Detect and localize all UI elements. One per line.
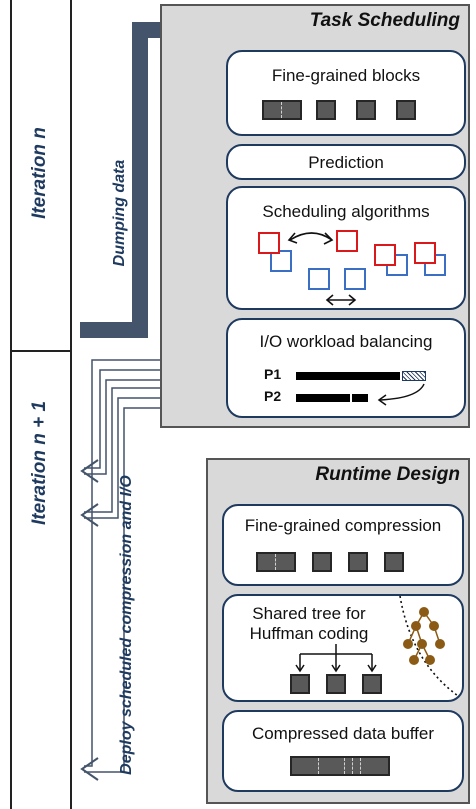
task-scheduling-panel: Task Scheduling Fine-grained blocks Pred… xyxy=(160,4,470,428)
tree-node xyxy=(419,607,429,617)
tree-node xyxy=(417,639,427,649)
block-split xyxy=(262,100,302,120)
task-square-red xyxy=(258,232,280,254)
compressed-buffer-card: Compressed data buffer xyxy=(222,710,464,792)
io-balancing-card: I/O workload balancing P1 P2 xyxy=(226,318,466,418)
block xyxy=(362,674,382,694)
buffer-divider xyxy=(344,758,345,774)
timeline-right-border xyxy=(70,0,72,809)
block-split xyxy=(256,552,296,572)
runtime-design-panel: Runtime Design Fine-grained compression … xyxy=(206,458,470,804)
runtime-design-title: Runtime Design xyxy=(315,464,460,485)
task-scheduling-title: Task Scheduling xyxy=(309,10,460,31)
p1-label: P1 xyxy=(264,366,282,382)
block xyxy=(326,674,346,694)
task-square-blue xyxy=(308,268,330,290)
block-split-line xyxy=(281,102,282,118)
p2-label: P2 xyxy=(264,388,282,404)
task-square-blue xyxy=(344,268,366,290)
deploy-arrowhead-1 xyxy=(80,459,99,483)
deploy-label: Deploy scheduled compression and I/O xyxy=(118,475,135,775)
prediction-card: Prediction xyxy=(226,144,466,180)
buffer-divider xyxy=(360,758,361,774)
fine-grained-blocks-label: Fine-grained blocks xyxy=(271,66,421,85)
buffer-divider xyxy=(352,758,353,774)
shared-tree-label-line1: Shared tree for xyxy=(252,604,366,623)
task-square-red xyxy=(374,244,396,266)
io-balancing-label: I/O workload balancing xyxy=(259,332,433,351)
tree-node xyxy=(429,621,439,631)
block xyxy=(290,674,310,694)
tree-node xyxy=(411,621,421,631)
block-split-line xyxy=(275,554,276,570)
prediction-label: Prediction xyxy=(308,153,384,172)
huffman-tree-diagram xyxy=(295,596,462,700)
block xyxy=(396,100,416,120)
block xyxy=(384,552,404,572)
buffer-divider xyxy=(318,758,319,774)
tree-node xyxy=(435,639,445,649)
task-square-blue xyxy=(270,250,292,272)
compressed-buffer-bar xyxy=(290,756,390,776)
scheduling-algorithms-label: Scheduling algorithms xyxy=(262,202,430,221)
balance-arrow xyxy=(377,383,425,406)
shared-tree-card: Shared tree for Huffman coding xyxy=(222,594,464,702)
fine-grained-compression-label: Fine-grained compression xyxy=(244,516,442,535)
swap-arrows xyxy=(287,232,357,306)
p2-bar-tail xyxy=(352,394,368,402)
shared-tree-label: Shared tree for Huffman coding xyxy=(234,604,384,644)
tree-node xyxy=(403,639,413,649)
tree-node xyxy=(425,655,435,665)
block xyxy=(348,552,368,572)
shared-tree-label-line2: Huffman coding xyxy=(249,624,369,643)
scheduling-algorithms-card: Scheduling algorithms xyxy=(226,186,466,310)
p2-bar xyxy=(296,394,350,402)
p1-bar xyxy=(296,372,400,380)
iteration-divider xyxy=(10,350,72,352)
p1-bar-overflow xyxy=(402,371,426,381)
dumping-data-label: Dumping data xyxy=(111,159,128,267)
deploy-arrowhead-3 xyxy=(80,757,99,781)
block xyxy=(312,552,332,572)
fine-grained-blocks-card: Fine-grained blocks xyxy=(226,50,466,136)
block xyxy=(356,100,376,120)
compressed-buffer-label: Compressed data buffer xyxy=(251,724,435,743)
task-square-red xyxy=(336,230,358,252)
task-square-red xyxy=(414,242,436,264)
deploy-arrowhead-2 xyxy=(80,503,99,527)
tree-node xyxy=(409,655,419,665)
timeline-left-border xyxy=(10,0,12,809)
tree-boundary-arc xyxy=(399,596,462,700)
block xyxy=(316,100,336,120)
fine-grained-compression-card: Fine-grained compression xyxy=(222,504,464,586)
